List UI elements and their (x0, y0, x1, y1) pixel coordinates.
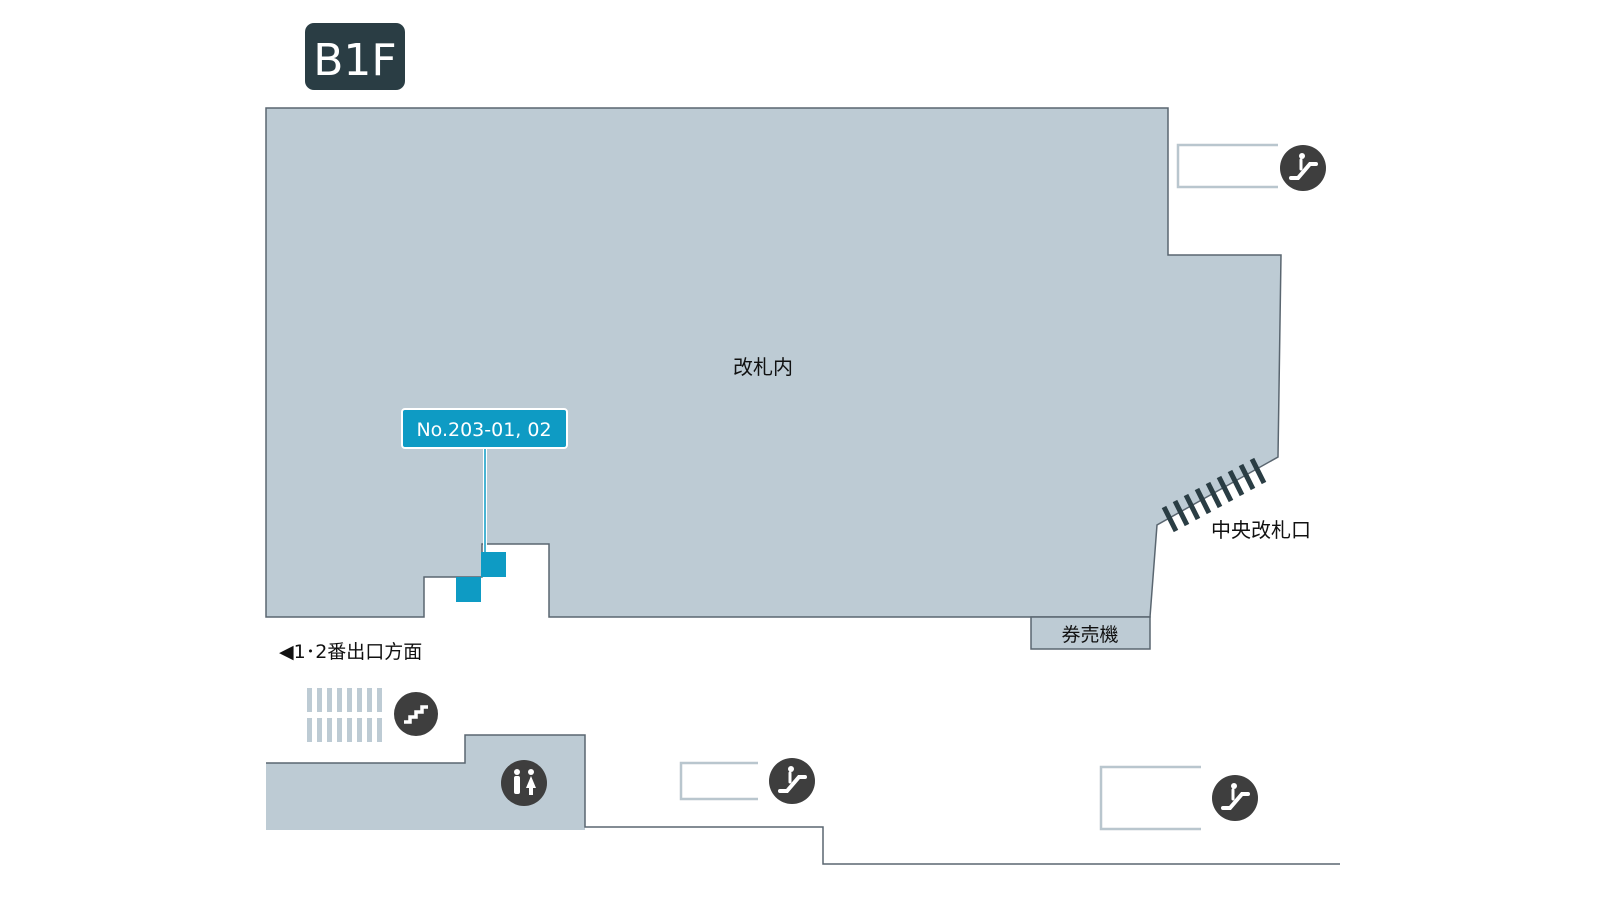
restroom-icon (501, 760, 547, 806)
inside-gate-area (265, 107, 1282, 618)
central-gate-hatching (1161, 457, 1267, 533)
escalator-outline-right (1099, 765, 1201, 831)
escalator-icon (1280, 145, 1326, 191)
escalator-icon (1212, 775, 1258, 821)
inside-gate-label: 改札内 (733, 355, 793, 379)
stairs-hatching (307, 688, 382, 742)
floor-badge: B1F (305, 23, 405, 90)
locker-marker-02[interactable] (456, 577, 481, 602)
floor-label: B1F (313, 35, 397, 86)
escalator-icon (769, 758, 815, 804)
locker-callout-label: No.203-01, 02 (416, 419, 551, 441)
escalator-outline-middle (679, 761, 758, 801)
ticket-machine-box (1030, 616, 1151, 650)
central-gate-label: 中央改札口 (1211, 518, 1311, 542)
restroom-area (266, 735, 585, 830)
lower-wall (266, 734, 1340, 865)
ticket-machine-label: 券売機 (1061, 624, 1118, 646)
locker-marker-01[interactable] (481, 552, 506, 577)
exit-direction-label: ◀1･2番出口方面 (279, 641, 422, 663)
escalator-outline-top (1176, 143, 1278, 189)
locker-callout[interactable]: No.203-01, 02 (401, 408, 568, 449)
stairs-icon (394, 692, 438, 736)
